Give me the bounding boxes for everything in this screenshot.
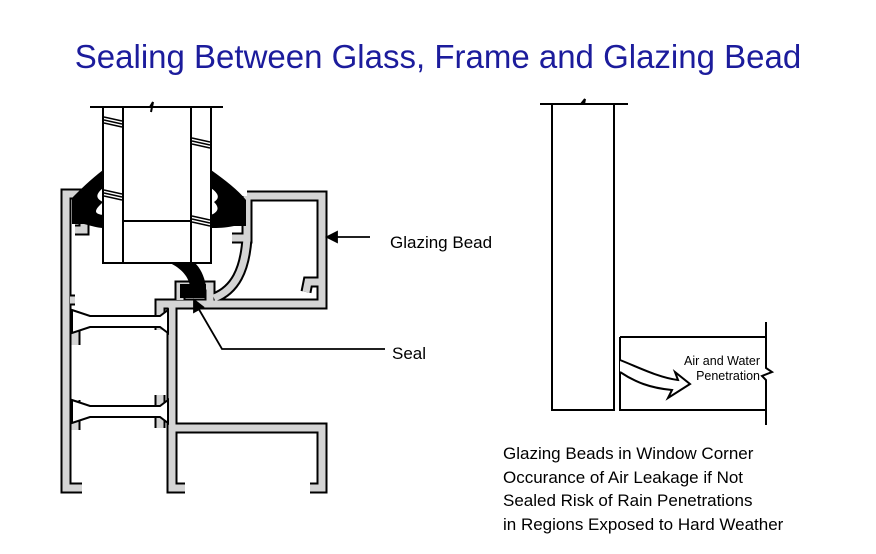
gasket (72, 170, 246, 298)
seal-label: Seal (392, 344, 427, 363)
notes: Glazing Beads in Window Corner Occurance… (503, 442, 783, 536)
window-corner-diagram (540, 98, 775, 425)
glass-unit (90, 101, 223, 264)
penetration-label-line1: Air and Water (684, 354, 760, 368)
diagram-title: Sealing Between Glass, Frame and Glazing… (74, 38, 802, 75)
note-line: Sealed Risk of Rain Penetrations (503, 491, 753, 510)
seal (180, 284, 206, 298)
glazing-bead-label: Glazing Bead (390, 233, 493, 252)
penetration-label: Air and Water Penetration (660, 354, 760, 384)
note-line: in Regions Exposed to Hard Weather (503, 514, 784, 534)
thermal-break (71, 308, 169, 425)
air-water-arrow-icon (619, 359, 692, 401)
note-line: Glazing Beads in Window Corner (503, 444, 754, 463)
penetration-label-line2: Penetration (696, 369, 760, 383)
note-line: Occurance of Air Leakage if Not (503, 467, 744, 487)
